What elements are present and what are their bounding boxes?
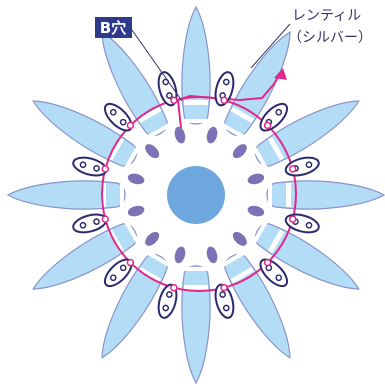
- lentil-label-color: （シルバー）: [288, 30, 372, 46]
- lentil-hole: [166, 291, 172, 297]
- lentil-hole: [163, 305, 169, 311]
- small-oval-bead: [127, 204, 146, 218]
- small-oval-bead: [205, 126, 219, 145]
- thread-knot-dot: [221, 97, 227, 103]
- lentil-hole: [306, 222, 312, 228]
- lentil-hole: [93, 165, 99, 171]
- small-oval-bead: [230, 142, 249, 161]
- thread-knot-dot: [102, 166, 108, 172]
- petal-band: [184, 285, 208, 290]
- petal-body: [182, 7, 210, 124]
- petal-band: [268, 183, 272, 207]
- petal-bead: [8, 181, 125, 209]
- thread-knot-dot: [127, 260, 133, 266]
- thread-knot-dot: [171, 285, 177, 291]
- thread-knot-dot: [290, 166, 296, 172]
- petal-bead: [267, 181, 384, 209]
- lentil-hole: [80, 222, 86, 228]
- petal-band: [184, 267, 208, 271]
- small-oval-bead: [230, 229, 249, 248]
- petal-body: [267, 181, 384, 209]
- thread-knot-dot: [221, 285, 227, 291]
- small-oval-bead: [173, 126, 187, 145]
- petal-band: [184, 119, 208, 123]
- lentil-hole: [219, 291, 225, 297]
- petal-band: [120, 183, 124, 207]
- petal-bead: [182, 7, 210, 124]
- b-hole-label: B穴: [100, 19, 126, 37]
- thread-knot-dot: [171, 97, 177, 103]
- small-oval-bead: [173, 245, 187, 264]
- petal-body: [182, 266, 210, 383]
- lentil-hole: [93, 218, 99, 224]
- thread-knot-dot: [127, 122, 133, 128]
- small-oval-bead: [246, 204, 265, 218]
- small-oval-bead: [205, 245, 219, 264]
- lentil-hole: [223, 79, 229, 85]
- small-oval-bead: [143, 229, 162, 248]
- small-oval-bead: [127, 172, 146, 186]
- lentil-body: [71, 211, 108, 235]
- lentil-hole: [306, 162, 312, 168]
- lentil-hole: [163, 79, 169, 85]
- small-oval-bead: [246, 172, 265, 186]
- small-oval-bead: [143, 142, 162, 161]
- petal-body: [8, 181, 125, 209]
- lentil-label-name: レンティル: [292, 8, 361, 24]
- thread-knot-dot: [290, 216, 296, 222]
- petal-bead: [182, 266, 210, 383]
- thread-knot-dot: [265, 122, 271, 128]
- lentil-bead-icon: [71, 211, 108, 235]
- petal-band: [286, 183, 291, 207]
- center-round-bead-icon: [167, 166, 225, 224]
- lentil-hole: [223, 305, 229, 311]
- lentil-hole: [80, 162, 86, 168]
- petal-band: [184, 100, 208, 105]
- thread-knot-dot: [265, 260, 271, 266]
- thread-knot-dot: [102, 216, 108, 222]
